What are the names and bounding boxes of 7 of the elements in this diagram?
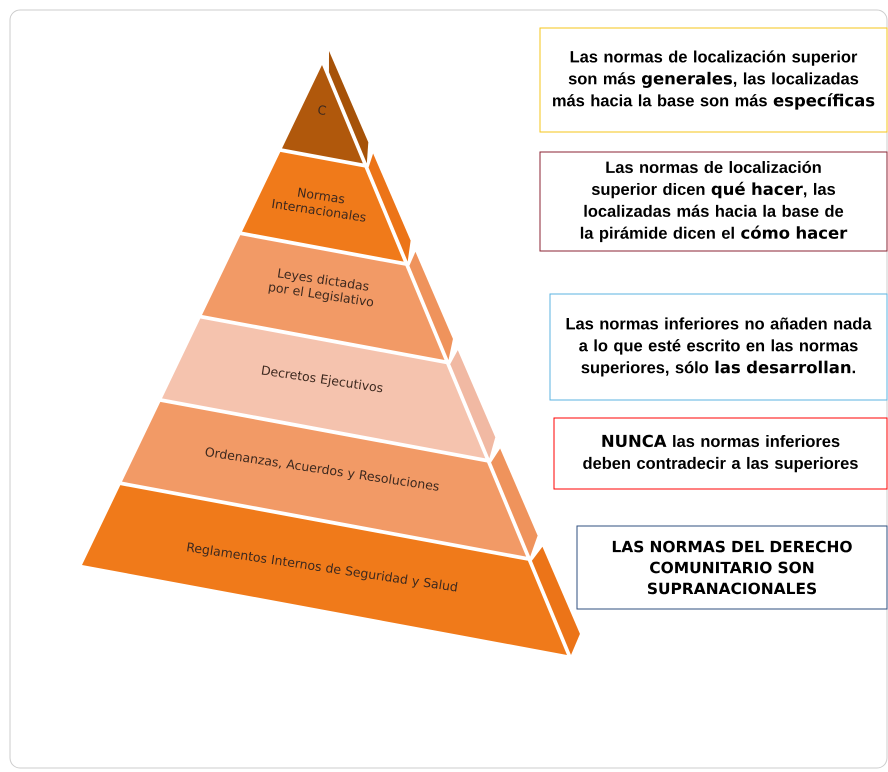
- text-box: Las normas de localización superior son más generales, las localizadas más hacia la base son más específicas: [540, 28, 888, 132]
- text-box: Las normas inferiores no añaden nada a lo que esté escrito en las normas superiores, sólo las desarrollan.: [550, 293, 888, 400]
- text-box: NUNCA las normas inferiores deben contradecir a las superiores: [554, 417, 888, 490]
- pyramid-layer: Leyes dictadas por el Legislativo: [202, 235, 453, 360]
- text-box: Las normas de localización superior dicen qué hacer, las localizadas más hacia la base de la pirámide dicen el cómo hacer: [540, 151, 888, 252]
- pyramid-layer: C: [282, 51, 368, 164]
- text-box: LAS NORMAS DEL DERECHO COMUNITARIO SON SUPRANACIONALES: [576, 525, 888, 610]
